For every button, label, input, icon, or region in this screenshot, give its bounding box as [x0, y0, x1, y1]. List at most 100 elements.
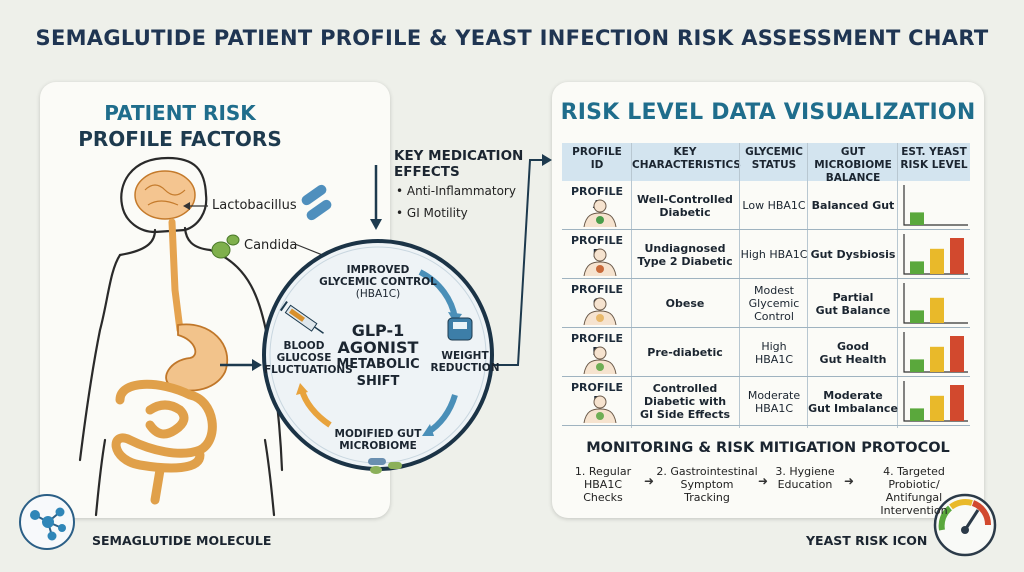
- patient-avatar-icon: [583, 395, 617, 423]
- header-line: GLYCEMIC: [745, 146, 803, 158]
- cycle-right-line: REDUCTION: [430, 362, 500, 374]
- step-line: HBA1C: [583, 478, 623, 491]
- candida-label: Candida: [244, 238, 298, 253]
- effects-title: KEY MEDICATION EFFECTS: [394, 148, 523, 180]
- header-characteristics: KEY CHARACTERISTICS: [632, 146, 741, 172]
- cell-line: Control: [754, 310, 794, 323]
- patient-avatar-icon: [583, 248, 617, 276]
- header-gut: GUT MICROBIOME BALANCE: [808, 146, 898, 185]
- risk-bar: [950, 385, 964, 421]
- cell-line: High HBA1C: [740, 248, 808, 261]
- avatar-head: [593, 346, 607, 360]
- header-profile-id: PROFILE ID: [566, 146, 628, 172]
- cell-line: Type 2 Diabetic: [637, 254, 733, 268]
- cell-line: Undiagnosed: [644, 241, 726, 255]
- avatar-highlight: [596, 363, 604, 371]
- cell-line: Gut Dysbiosis: [810, 248, 896, 261]
- avatar-highlight: [596, 314, 604, 322]
- cycle-center-line: GLP-1: [351, 321, 405, 340]
- cell-line: Gut Balance: [815, 303, 891, 317]
- yeast-risk-gauge-icon: [933, 493, 997, 557]
- step-arrow-icon: ➜: [844, 474, 855, 488]
- cell-line: High: [761, 339, 787, 353]
- risk-icon-label: YEAST RISK ICON: [806, 533, 928, 548]
- lactobacillus-icon: [301, 184, 332, 221]
- step-line: Antifungal: [885, 491, 943, 504]
- cell-line: Good: [836, 339, 870, 353]
- risk-bar: [930, 346, 944, 372]
- cell-characteristics: Pre-diabetic: [632, 346, 738, 359]
- cell-line: Gut Imbalance: [808, 401, 898, 415]
- cell-gut: Balanced Gut: [808, 199, 898, 212]
- effect-item: • Anti-Inflammatory: [396, 184, 516, 198]
- cycle-center-line: SHIFT: [356, 374, 400, 389]
- risk-visualization-title: RISK LEVEL DATA VISUALIZATION: [560, 100, 976, 125]
- header-line: RISK LEVEL: [900, 159, 968, 171]
- step-line: 4. Targeted Probiotic/: [883, 465, 945, 491]
- page-title: SEMAGLUTIDE PATIENT PROFILE & YEAST INFE…: [35, 26, 989, 50]
- patient-risk-title: PATIENT RISK PROFILE FACTORS: [60, 100, 300, 152]
- cell-line: Gut Health: [819, 352, 887, 366]
- header-line: BALANCE: [825, 172, 881, 184]
- avatar-head: [593, 395, 607, 409]
- column-divider: [739, 143, 740, 428]
- monitoring-step-1: 1. Regular HBA1C Checks: [562, 465, 644, 504]
- header-line: STATUS: [751, 159, 797, 171]
- patient-avatar-icon: [583, 346, 617, 374]
- esophagus-icon: [168, 218, 184, 334]
- cycle-center-line: METABOLIC: [336, 357, 420, 372]
- cycle-top-line: IMPROVED: [346, 264, 410, 276]
- risk-bar: [910, 261, 924, 274]
- cell-glycemic: High HBA1C: [740, 248, 808, 261]
- effects-title-line2: EFFECTS: [394, 164, 460, 180]
- avatar-head: [593, 297, 607, 311]
- effects-title-line1: KEY MEDICATION: [394, 148, 524, 164]
- cycle-center-line: AGONIST: [337, 338, 419, 357]
- patient-risk-title-line2: PROFILE FACTORS: [78, 127, 282, 151]
- cycle-bottom-line: MICROBIOME: [339, 440, 417, 452]
- risk-bar-chart: [903, 381, 968, 422]
- cell-line: Glycemic: [748, 297, 800, 310]
- human-body-illustration: [78, 156, 284, 517]
- effect-item: • GI Motility: [396, 206, 468, 220]
- header-line: GUT MICROBIOME: [814, 146, 892, 171]
- molecule-icon: [19, 494, 75, 550]
- avatar-head: [593, 199, 607, 213]
- patient-risk-title-line1: PATIENT RISK: [104, 101, 256, 125]
- monitoring-step-2: 2. Gastrointestinal Symptom Tracking: [656, 465, 758, 504]
- risk-bar-axis: [903, 185, 968, 226]
- brain-icon: [134, 170, 196, 220]
- header-line: PROFILE: [572, 146, 622, 158]
- cell-characteristics: Obese: [632, 297, 738, 310]
- risk-bar-axis: [903, 332, 968, 373]
- weight-scale-icon: [447, 317, 473, 341]
- syringe-icon: [279, 301, 324, 334]
- risk-bar: [950, 238, 964, 274]
- risk-bar-axis: [903, 283, 968, 324]
- risk-bar: [910, 310, 924, 323]
- cell-line: HBA1C: [754, 352, 794, 366]
- cycle-center-label: GLP-1 AGONIST METABOLIC SHIFT: [330, 322, 426, 390]
- header-line: KEY: [673, 146, 697, 158]
- avatar-highlight: [596, 216, 604, 224]
- cycle-label-microbiome: MODIFIED GUT MICROBIOME: [330, 428, 426, 452]
- row-divider: [562, 278, 970, 279]
- table-header-row: [562, 143, 970, 181]
- step-line: 2. Gastrointestinal: [656, 465, 758, 478]
- molecule-label: SEMAGLUTIDE MOLECULE: [92, 533, 272, 548]
- cycle-bottom-line: MODIFIED GUT: [334, 428, 422, 440]
- cell-line: Controlled: [652, 382, 718, 395]
- step-arrow-icon: ➜: [758, 474, 769, 488]
- cycle-right-line: WEIGHT: [441, 350, 489, 362]
- header-glycemic: GLYCEMIC STATUS: [740, 146, 808, 172]
- cell-line: Diabetic with: [643, 395, 727, 408]
- cycle-top-line: (HBA1C): [355, 288, 401, 300]
- header-line: EST. YEAST: [901, 146, 967, 158]
